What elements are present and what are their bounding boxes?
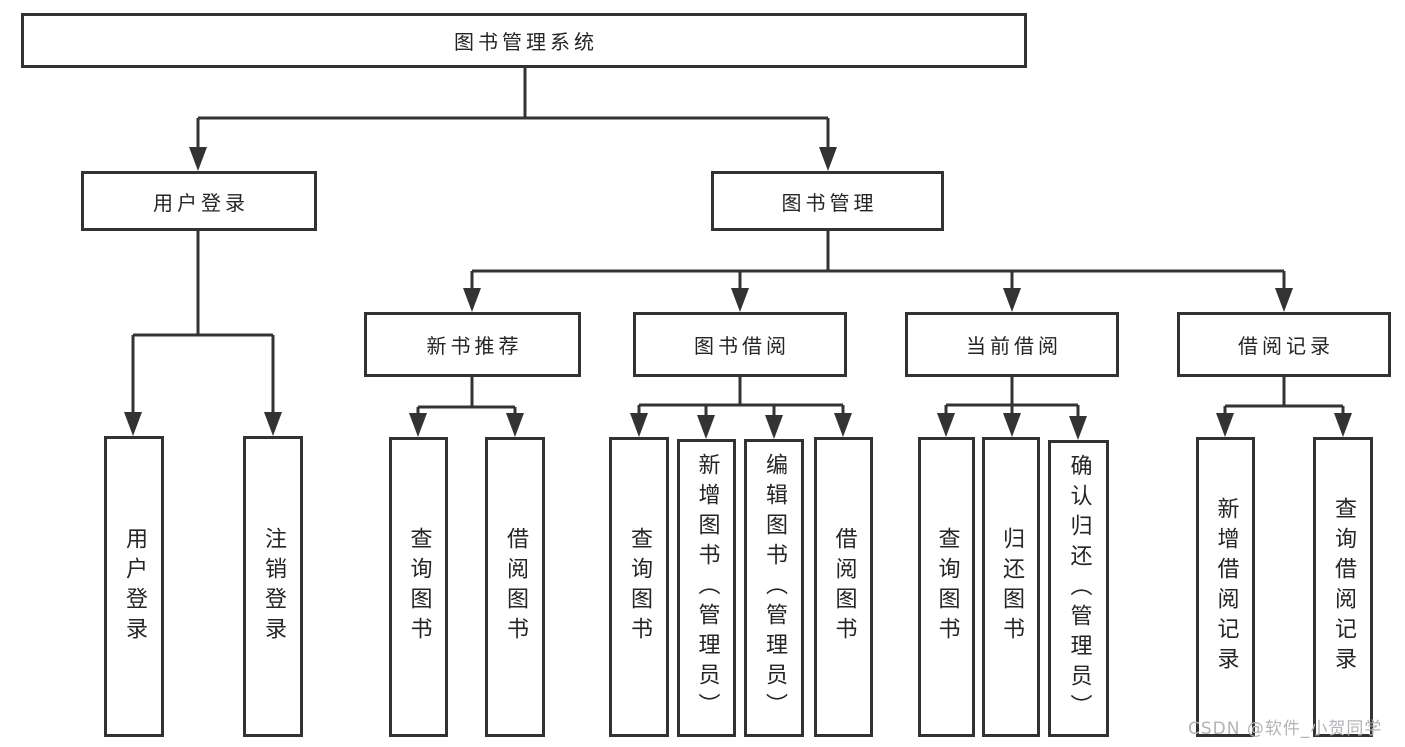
node-new-book-recommendation: 新书推荐 (364, 312, 581, 377)
leaf-query-books-recommend: 查询图书 (389, 437, 448, 737)
leaf-borrow-books: 借阅图书 (814, 437, 873, 737)
leaf-add-books-admin: 新增图书（管理员） (677, 439, 736, 737)
node-book-borrowing: 图书借阅 (633, 312, 847, 377)
leaf-borrow-books-recommend: 借阅图书 (485, 437, 545, 737)
leaf-confirm-return-admin: 确认归还（管理员） (1048, 440, 1109, 737)
leaf-return-books: 归还图书 (982, 437, 1040, 737)
leaf-edit-books-admin: 编辑图书（管理员） (744, 439, 804, 737)
leaf-query-borrow-record: 查询借阅记录 (1313, 437, 1373, 737)
node-library-system-root: 图书管理系统 (21, 13, 1027, 68)
leaf-add-borrow-record: 新增借阅记录 (1196, 437, 1255, 737)
node-borrowing-records: 借阅记录 (1177, 312, 1391, 377)
node-current-borrowing: 当前借阅 (905, 312, 1119, 377)
csdn-watermark: CSDN @软件_小贺同学 (1188, 719, 1383, 739)
node-user-login: 用户登录 (81, 171, 317, 231)
leaf-user-login: 用户登录 (104, 436, 164, 737)
leaf-logout: 注销登录 (243, 436, 303, 737)
leaf-query-books-borrowing: 查询图书 (609, 437, 669, 737)
node-book-management: 图书管理 (711, 171, 944, 231)
leaf-query-books-current: 查询图书 (918, 437, 975, 737)
